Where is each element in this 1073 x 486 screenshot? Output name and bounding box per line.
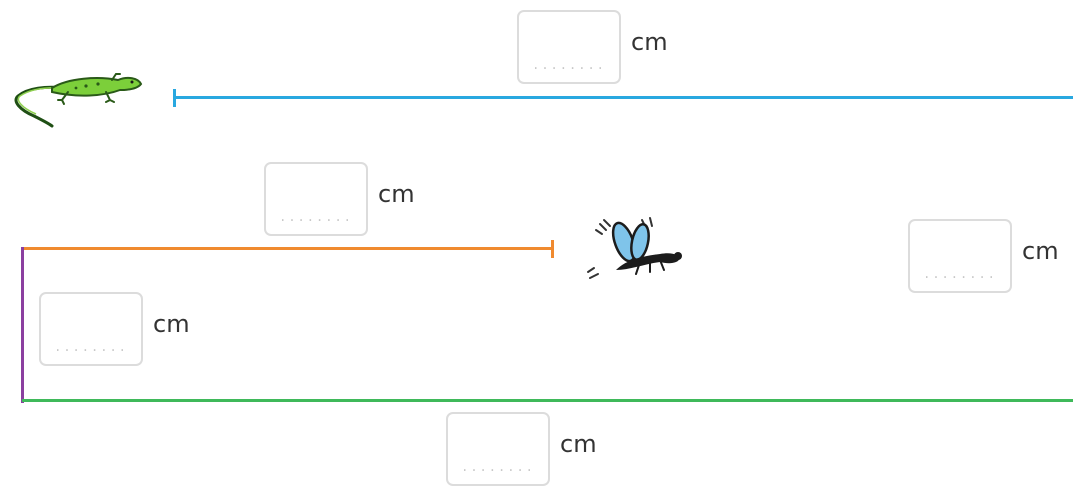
lizard-answer: ........ cm bbox=[517, 10, 668, 84]
bottom-answer-input[interactable]: ........ bbox=[446, 412, 550, 486]
answer-placeholder: ........ bbox=[923, 267, 997, 281]
lizard-line bbox=[173, 96, 1073, 99]
bottom-line bbox=[22, 399, 1073, 402]
answer-placeholder: ........ bbox=[461, 460, 535, 474]
unit-label: cm bbox=[378, 180, 415, 208]
answer-placeholder: ........ bbox=[532, 58, 606, 72]
right-answer-input[interactable]: ........ bbox=[908, 219, 1012, 293]
fly-answer-input[interactable]: ........ bbox=[264, 162, 368, 236]
unit-label: cm bbox=[631, 28, 668, 56]
lizard-answer-input[interactable]: ........ bbox=[517, 10, 621, 84]
fly-answer: ........ cm bbox=[264, 162, 415, 236]
fly-line-end-tick bbox=[551, 240, 554, 258]
bottom-answer: ........ cm bbox=[446, 412, 597, 486]
unit-label: cm bbox=[1022, 237, 1059, 265]
lizard-icon bbox=[6, 66, 144, 128]
left-answer: ........ cm bbox=[39, 292, 190, 366]
side-line bbox=[21, 247, 24, 403]
fly-icon bbox=[580, 214, 690, 290]
right-answer: ........ cm bbox=[908, 219, 1059, 293]
unit-label: cm bbox=[560, 430, 597, 458]
left-answer-input[interactable]: ........ bbox=[39, 292, 143, 366]
unit-label: cm bbox=[153, 310, 190, 338]
answer-placeholder: ........ bbox=[279, 210, 353, 224]
fly-line bbox=[22, 247, 554, 250]
answer-placeholder: ........ bbox=[54, 340, 128, 354]
